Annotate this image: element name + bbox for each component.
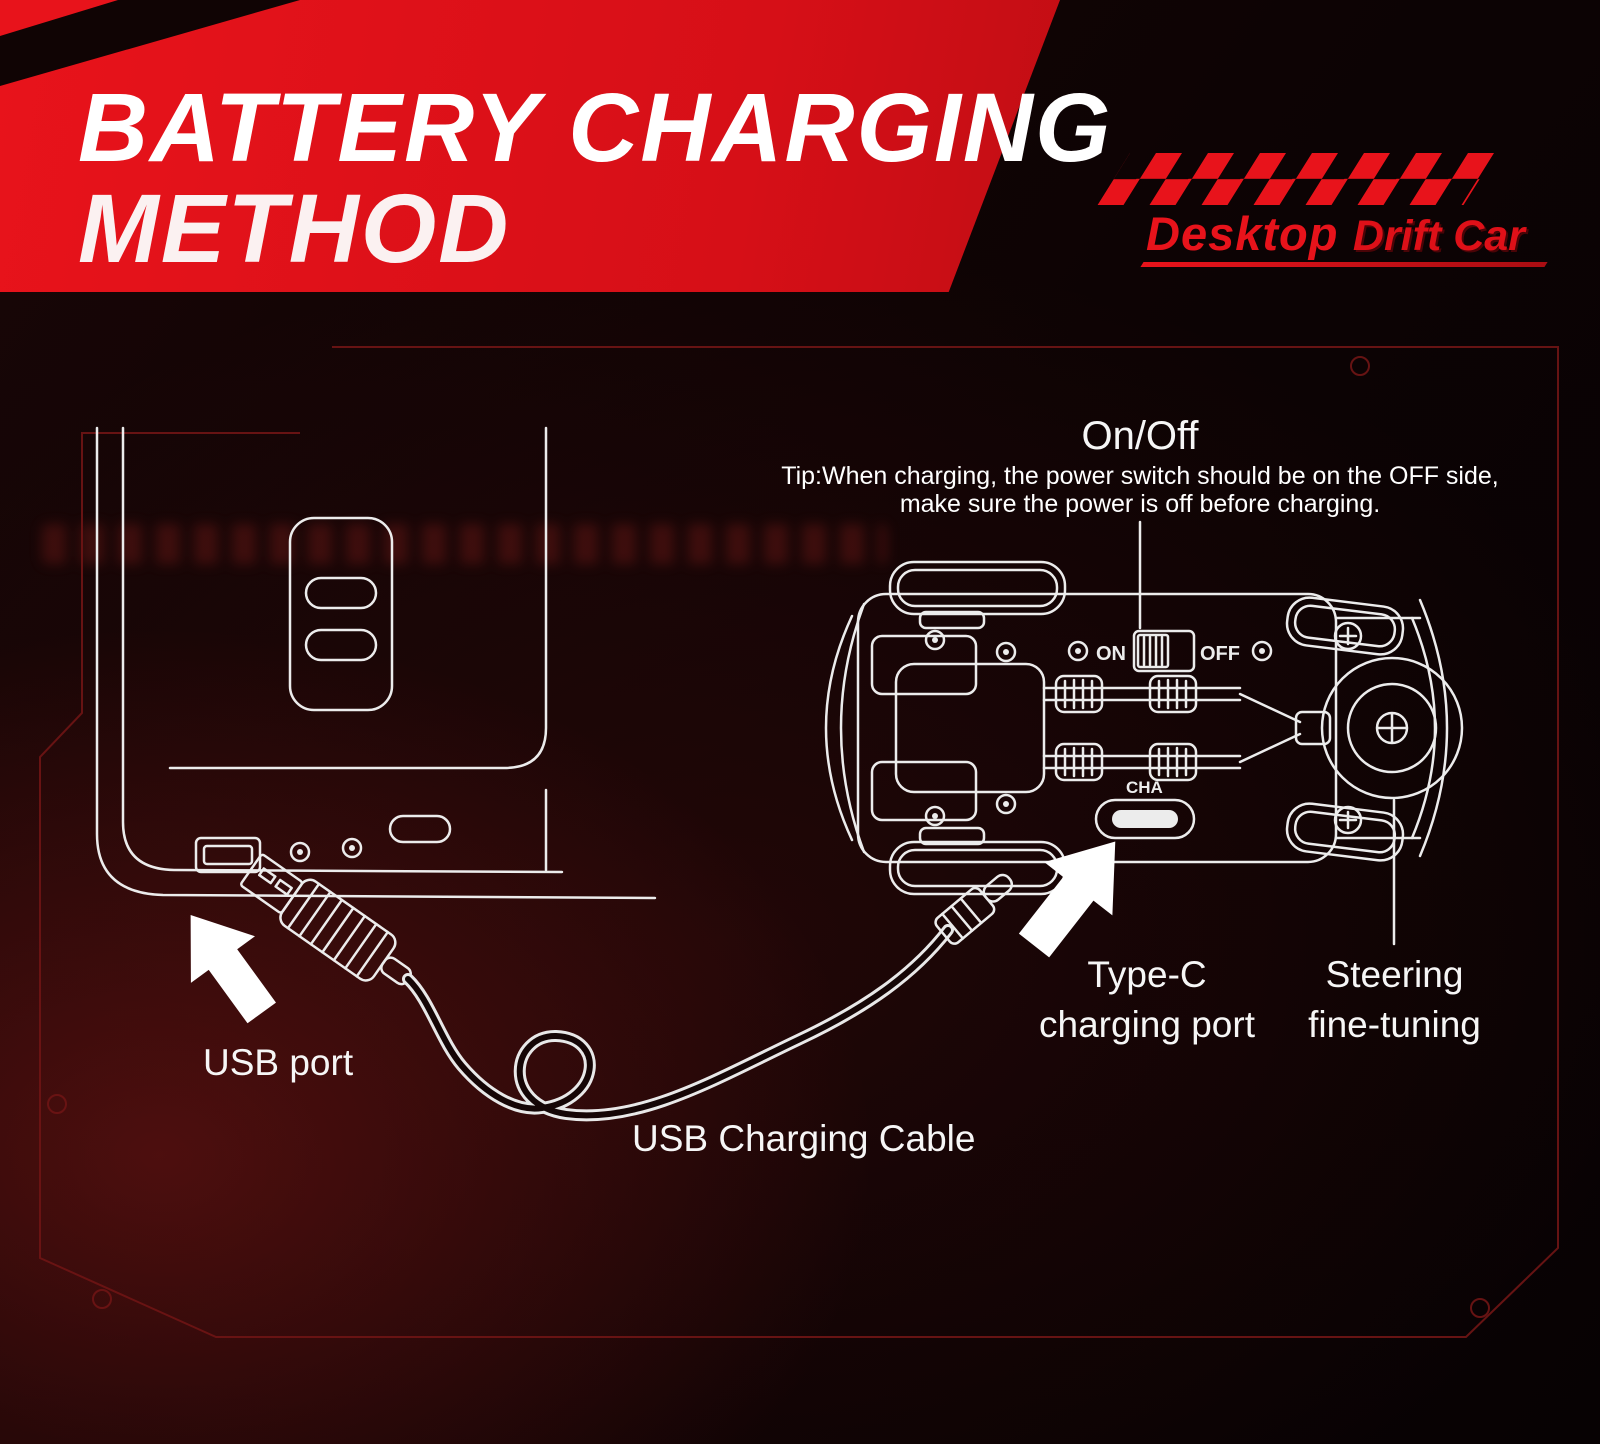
usb-cable-drawing <box>402 924 954 1122</box>
usb-port-label: USB port <box>203 1042 354 1083</box>
onoff-tip-line2: make sure the power is off before chargi… <box>899 490 1381 518</box>
wheel-rear-top <box>888 560 1067 616</box>
wheel-rear-bottom <box>888 840 1067 896</box>
brand-underline <box>1140 262 1548 267</box>
onoff-tip-line1: Tip:When charging, the power switch shou… <box>781 462 1499 490</box>
onoff-label: On/Off <box>1081 414 1199 458</box>
steering-label-line1: Steering <box>1325 954 1464 995</box>
panel-frame-outline <box>39 346 1559 1338</box>
frame-screw-hole <box>1350 356 1370 376</box>
usb-plug-drawing <box>240 853 412 986</box>
brand-part1: Desktop <box>1146 207 1339 260</box>
typec-label-line2: charging port <box>1039 1004 1255 1045</box>
switch-off-text: OFF <box>1200 643 1240 665</box>
cha-text: CHA <box>1126 778 1163 797</box>
device-drawing <box>95 426 657 900</box>
brand-logo: Desktop Drift Car <box>1146 206 1525 261</box>
frame-screw-hole <box>1470 1298 1490 1318</box>
header-banner <box>0 0 1060 292</box>
page-title-line1: BATTERY CHARGING <box>78 73 1113 182</box>
car-drivetrain <box>1042 674 1332 782</box>
background-watermark <box>42 524 887 564</box>
car-underside-drawing: ON OFF CHA <box>824 560 1464 896</box>
car-front-bumper <box>1418 598 1449 858</box>
device-vent <box>288 516 394 712</box>
steering-label-line2: fine-tuning <box>1308 1004 1481 1045</box>
wheel-front-top <box>1285 596 1405 656</box>
typec-label: Type-C charging port <box>1012 950 1282 1050</box>
usb-port-arrow-icon <box>190 915 276 1024</box>
checkered-flag-icon <box>1097 153 1496 205</box>
usb-cable-label: USB Charging Cable <box>632 1118 976 1159</box>
car-rear-bumper <box>824 614 854 842</box>
typec-port-arrow-icon <box>1018 841 1116 958</box>
page-title-line2: METHOD <box>78 173 511 283</box>
typec-label-line1: Type-C <box>1087 954 1207 995</box>
switch-on-text: ON <box>1096 643 1126 665</box>
power-switch-drawing: ON OFF <box>1067 629 1273 673</box>
brand-part2: Drift Car <box>1352 212 1525 260</box>
steering-knob-drawing <box>1320 656 1464 800</box>
steering-label: Steering fine-tuning <box>1272 950 1517 1050</box>
frame-screw-hole <box>92 1289 112 1309</box>
typec-connector-drawing <box>934 873 1014 945</box>
typec-port-drawing: CHA <box>1094 778 1196 840</box>
car-rear-gearbox <box>870 610 1046 846</box>
onoff-tip: Tip:When charging, the power switch shou… <box>780 462 1500 518</box>
frame-screw-hole <box>47 1094 67 1114</box>
usb-port-drawing <box>194 836 262 874</box>
page-title: BATTERY CHARGING METHOD <box>78 77 1112 283</box>
